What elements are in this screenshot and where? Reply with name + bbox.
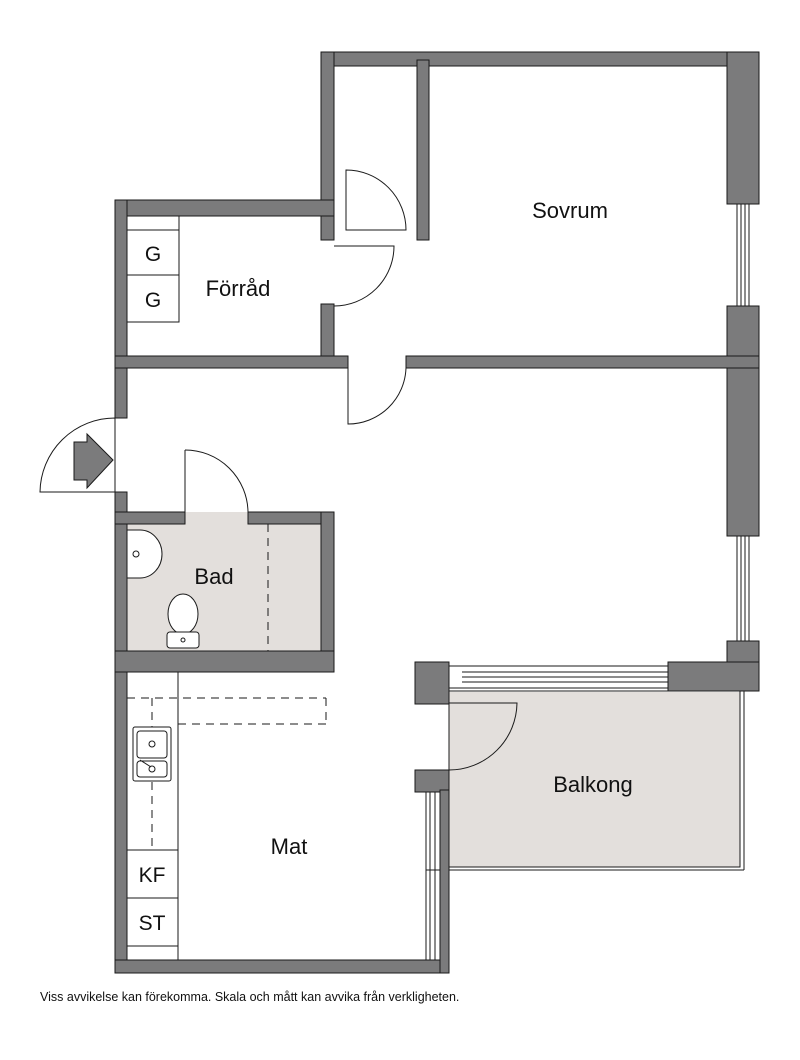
- gas-label-bottom: G: [145, 289, 161, 312]
- stove-label: ST: [139, 912, 166, 935]
- gas-units: [126, 216, 180, 323]
- bath-fixtures: [126, 529, 200, 649]
- room-label-forrad: Förråd: [206, 276, 271, 301]
- windows: [425, 203, 750, 961]
- gas-label-top: G: [145, 243, 161, 266]
- room-label-mat: Mat: [271, 834, 308, 859]
- entrance-arrow-icon: [73, 432, 114, 490]
- bathroom-floor: [126, 512, 322, 651]
- fridge-freezer-label: KF: [139, 864, 166, 887]
- room-label-bad: Bad: [194, 564, 233, 589]
- disclaimer-text: Viss avvikelse kan förekomma. Skala och …: [40, 990, 460, 1004]
- walls: [114, 51, 760, 974]
- kitchen-sink: [132, 726, 172, 782]
- room-label-balkong: Balkong: [553, 772, 633, 797]
- balcony-floor: [449, 692, 740, 867]
- balcony-outline: [448, 690, 745, 871]
- room-label-sovrum: Sovrum: [532, 198, 608, 223]
